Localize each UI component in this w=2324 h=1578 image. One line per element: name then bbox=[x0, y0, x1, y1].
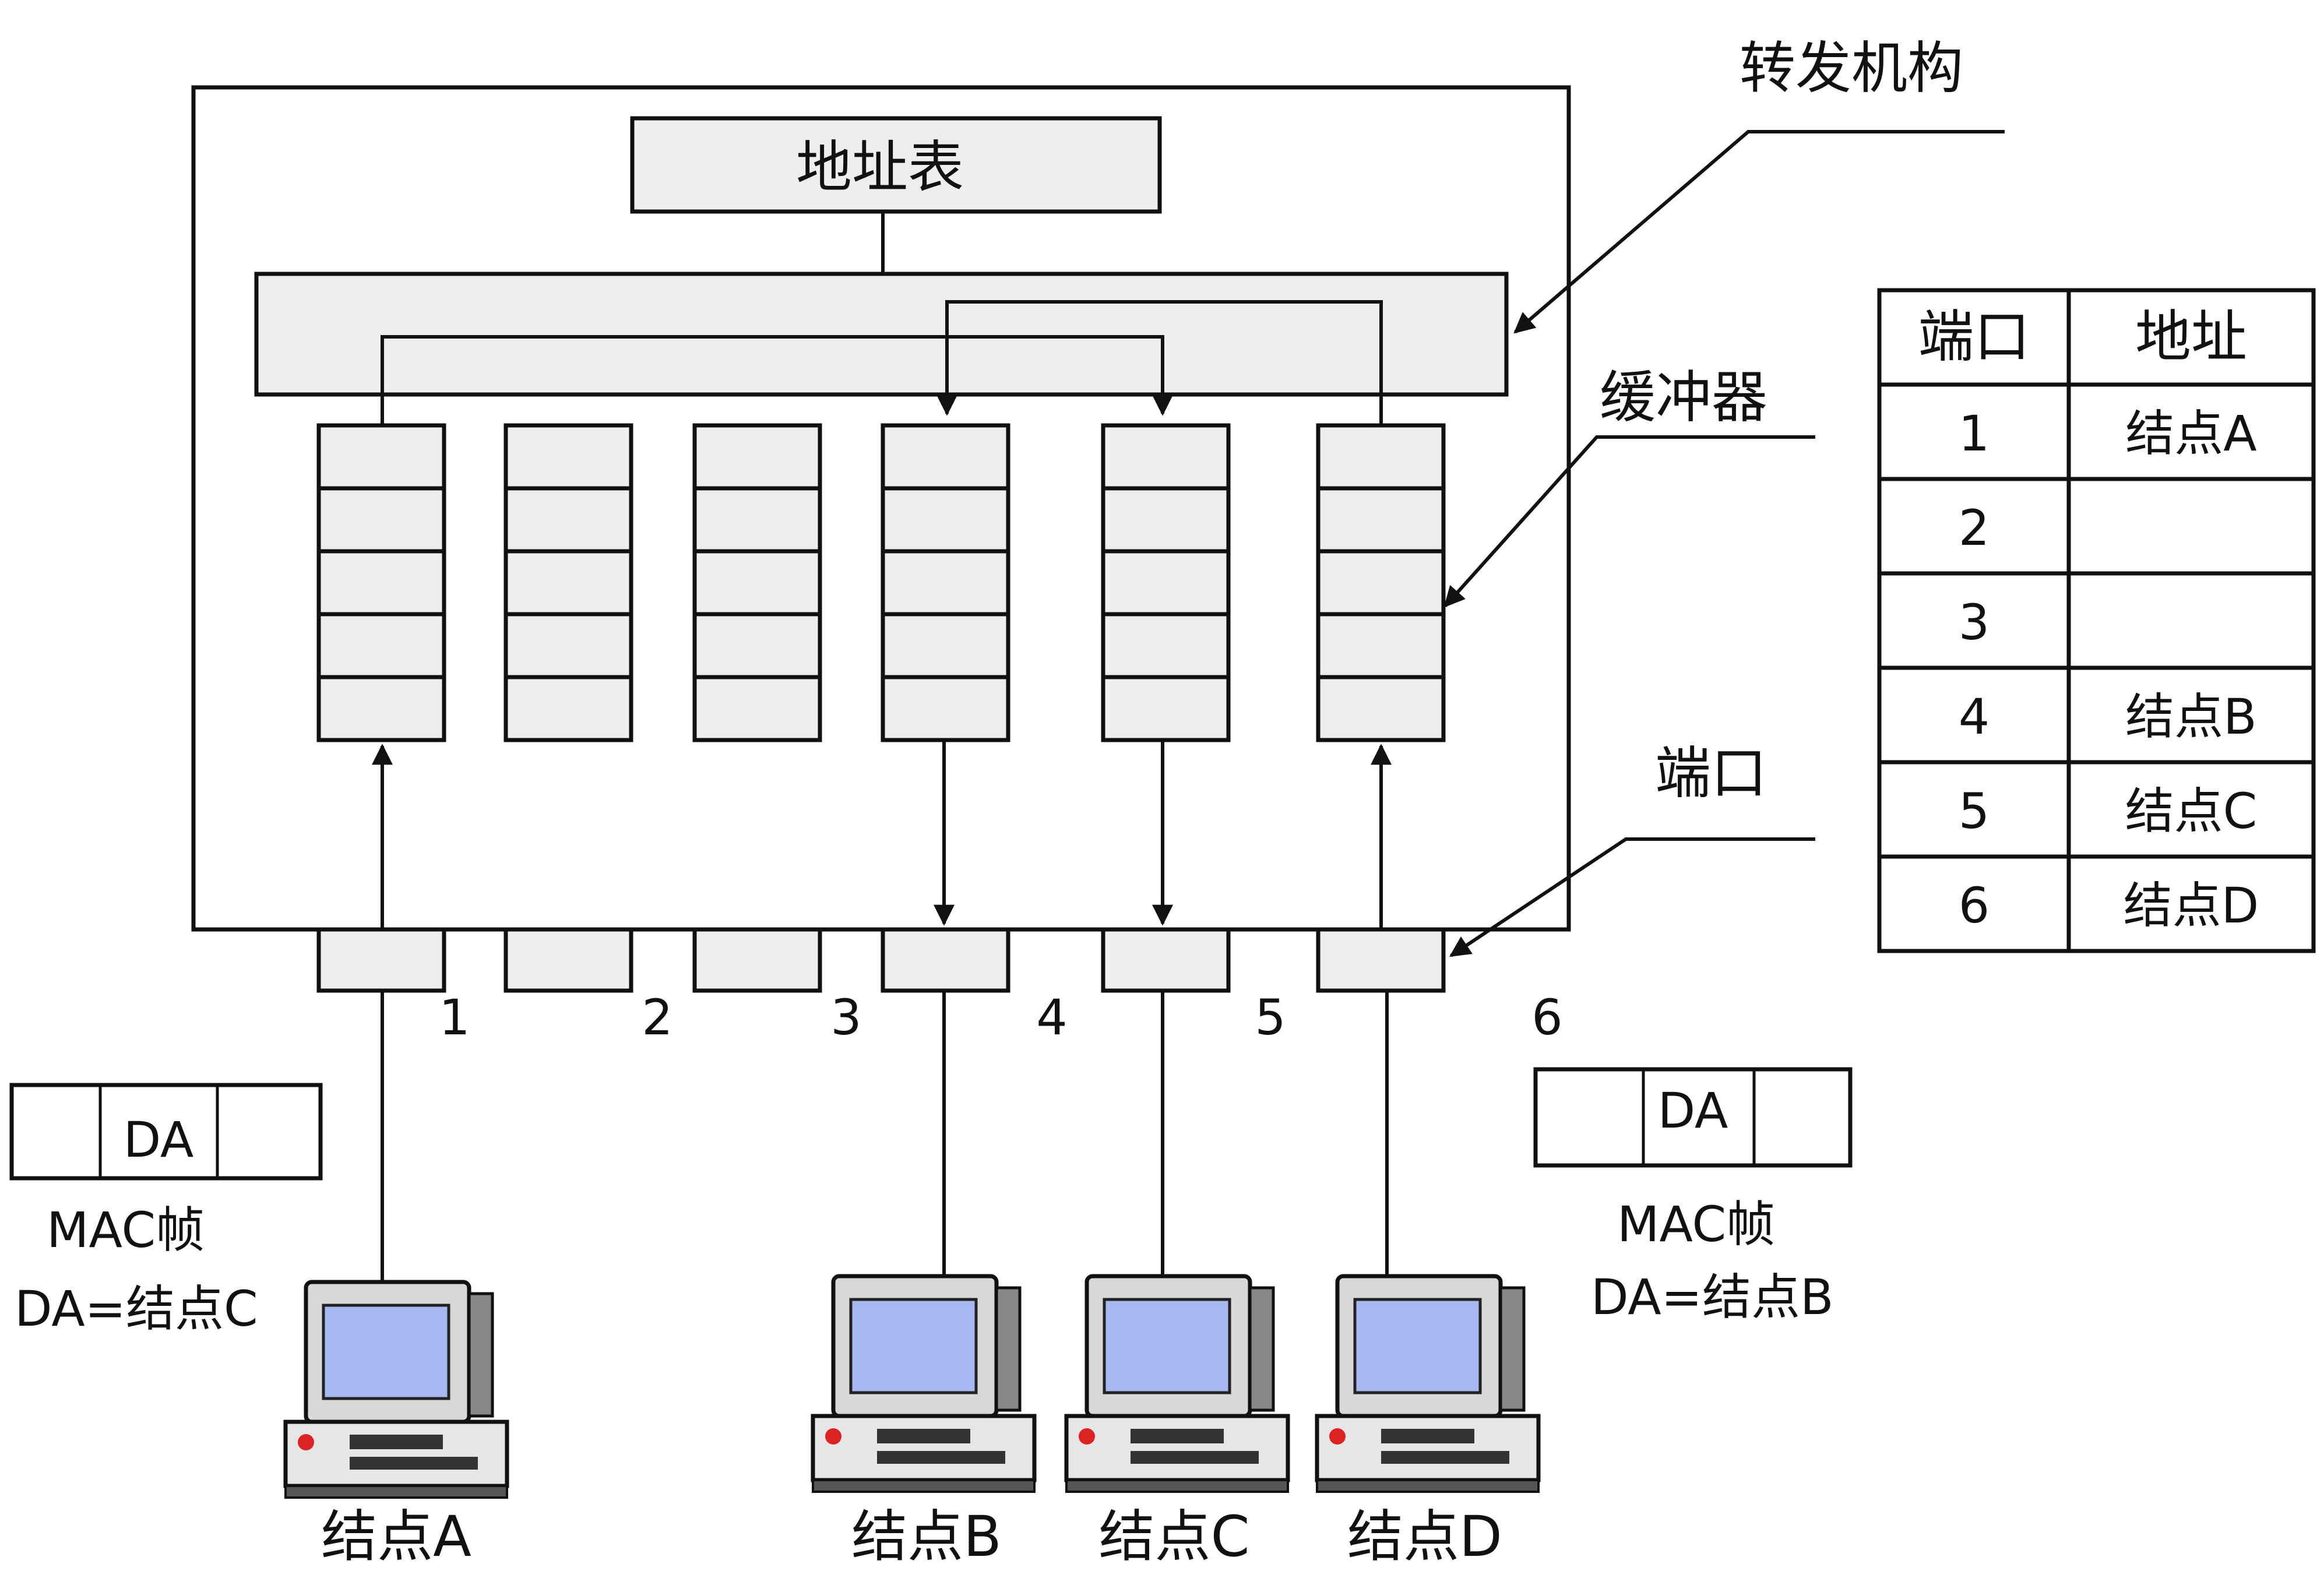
buffer-cell bbox=[1316, 675, 1446, 742]
table-cell-address: 结点D bbox=[2124, 877, 2259, 934]
buffer-cell bbox=[1101, 612, 1231, 679]
computer-icon-c bbox=[1064, 1274, 1290, 1493]
buffer-cell bbox=[316, 423, 446, 491]
table-cell-port: 2 bbox=[1959, 499, 1990, 556]
buffer-cell bbox=[1101, 549, 1231, 617]
frame-right-field: DA bbox=[1658, 1082, 1728, 1139]
computers bbox=[283, 1274, 1541, 1499]
node-label-a: 结点A bbox=[321, 1504, 471, 1569]
table-cell-port: 4 bbox=[1959, 688, 1990, 745]
table-cell-port: 5 bbox=[1959, 783, 1990, 840]
port-number-3: 3 bbox=[830, 989, 861, 1046]
frame-left-field: DA bbox=[124, 1111, 194, 1168]
table-header-address: 地址 bbox=[2135, 304, 2247, 369]
buffer-cell bbox=[692, 486, 822, 554]
port-box-4 bbox=[881, 927, 1010, 993]
buffer-cell bbox=[1316, 549, 1446, 617]
annotation-forwarding-label: 转发机构 bbox=[1740, 36, 1963, 101]
annotation-forwarding: 转发机构 bbox=[1513, 36, 2005, 334]
node-label-b: 结点B bbox=[851, 1504, 1002, 1569]
address-table-label: 地址表 bbox=[796, 135, 964, 200]
annotation-buffer: 缓冲器 bbox=[1443, 365, 1815, 608]
frame-right: DA MAC帧 DA=结点B bbox=[1533, 1067, 1853, 1326]
buffers bbox=[316, 423, 1446, 742]
buffer-6 bbox=[1316, 423, 1446, 742]
buffer-cell bbox=[692, 423, 822, 491]
port-number-1: 1 bbox=[439, 989, 470, 1046]
buffer-cell bbox=[1316, 612, 1446, 679]
buffer-5 bbox=[1101, 423, 1231, 742]
buffer-cell bbox=[1101, 486, 1231, 554]
buffer-cell bbox=[881, 612, 1010, 679]
buffer-4 bbox=[881, 423, 1010, 742]
node-label-c: 结点C bbox=[1098, 1504, 1249, 1569]
forwarding-fabric bbox=[254, 272, 1509, 397]
port-address-table: 端口 地址 1 结点A 2 3 4 结点B 5 结点C 6 结点D bbox=[1877, 288, 2316, 953]
annotation-port-label: 端口 bbox=[1655, 741, 1767, 806]
table-cell-port: 3 bbox=[1959, 594, 1990, 651]
buffer-2 bbox=[503, 423, 633, 742]
path-port1-to-port5 bbox=[381, 335, 1173, 425]
table-cell-address: 结点C bbox=[2125, 783, 2258, 840]
computer-icon-b bbox=[811, 1274, 1037, 1493]
table-header-port: 端口 bbox=[1918, 304, 2030, 369]
table-cell-port: 1 bbox=[1959, 405, 1990, 462]
buffer-cell bbox=[316, 549, 446, 617]
buffer-1 bbox=[316, 423, 446, 742]
buffer-cell bbox=[1101, 675, 1231, 742]
node-label-d: 结点D bbox=[1347, 1504, 1502, 1569]
frame-left-caption: MAC帧 bbox=[47, 1202, 205, 1259]
buffer-cell bbox=[316, 486, 446, 554]
frame-right-target: DA=结点B bbox=[1591, 1269, 1834, 1326]
buffer-cell bbox=[503, 549, 633, 617]
buffer-cell bbox=[692, 549, 822, 617]
port-box-6 bbox=[1316, 927, 1446, 993]
frame-right-caption: MAC帧 bbox=[1617, 1196, 1775, 1253]
port-number-5: 5 bbox=[1255, 989, 1286, 1046]
computer-icon-a bbox=[283, 1280, 509, 1499]
buffer-cell bbox=[881, 423, 1010, 491]
port-number-6: 6 bbox=[1531, 989, 1562, 1046]
buffer-cell bbox=[692, 612, 822, 679]
buffer-cell bbox=[692, 675, 822, 742]
buffer-cell bbox=[1316, 423, 1446, 491]
annotation-buffer-label: 缓冲器 bbox=[1600, 365, 1767, 430]
port-box-2 bbox=[503, 927, 633, 993]
port-number-4: 4 bbox=[1036, 989, 1067, 1046]
frame-left-target: DA=结点C bbox=[15, 1280, 258, 1337]
buffer-cell bbox=[316, 675, 446, 742]
buffer-cell bbox=[503, 486, 633, 554]
path-port6-to-port4 bbox=[936, 300, 1383, 425]
buffer-3 bbox=[692, 423, 822, 742]
buffer-cell bbox=[881, 549, 1010, 617]
table-cell-address: 结点B bbox=[2125, 688, 2257, 745]
computer-icon-d bbox=[1315, 1274, 1541, 1493]
buffer-cell bbox=[881, 486, 1010, 554]
buffer-cell bbox=[1316, 486, 1446, 554]
buffer-cell bbox=[503, 675, 633, 742]
buffer-cell bbox=[1101, 423, 1231, 491]
buffer-cell bbox=[881, 675, 1010, 742]
buffer-cell bbox=[503, 423, 633, 491]
buffer-cell bbox=[316, 612, 446, 679]
table-cell-address: 结点A bbox=[2125, 405, 2256, 462]
frame-left: DA MAC帧 DA=结点C bbox=[9, 1083, 323, 1337]
address-table-block: 地址表 bbox=[630, 116, 1162, 214]
annotation-port: 端口 bbox=[1449, 741, 1815, 957]
port-box-1 bbox=[316, 927, 446, 993]
port-box-5 bbox=[1101, 927, 1231, 993]
table-cell-port: 6 bbox=[1959, 877, 1990, 934]
port-number-2: 2 bbox=[642, 989, 672, 1046]
ports bbox=[316, 927, 1446, 993]
port-box-3 bbox=[692, 927, 822, 993]
buffer-cell bbox=[503, 612, 633, 679]
